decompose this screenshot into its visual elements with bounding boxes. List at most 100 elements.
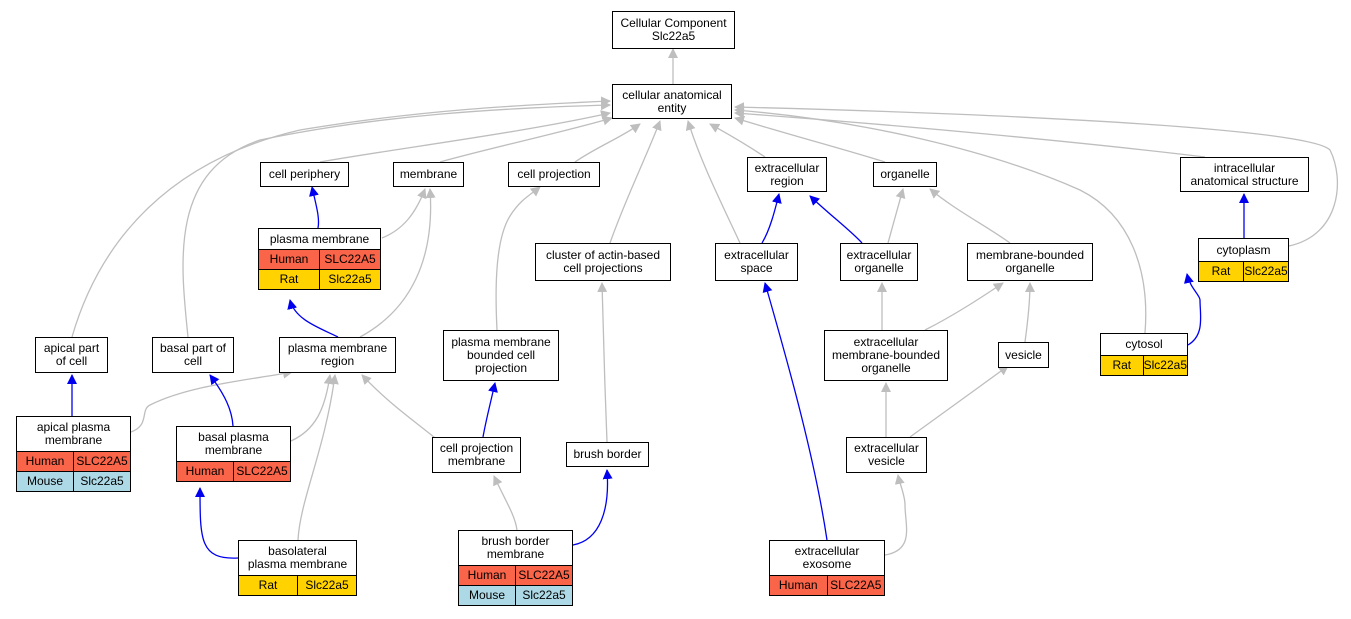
edge-ecorg-to-ecregion xyxy=(809,195,863,244)
species-name: Rat xyxy=(1211,264,1231,278)
edge-pm-to-membrane xyxy=(381,188,427,239)
species-name: Mouse xyxy=(468,588,506,602)
gene-symbol: Slc22a5 xyxy=(319,270,380,289)
node-vesicle[interactable]: vesicle xyxy=(998,342,1049,368)
node-periph[interactable]: cell periphery xyxy=(260,162,349,187)
edge-pmr-to-pm xyxy=(287,299,339,338)
edge-organelle-to-cae xyxy=(734,115,886,163)
node-label-line: vesicle xyxy=(1005,347,1042,362)
node-label-line: projection xyxy=(474,361,528,375)
node-label-line: membrane-bounded xyxy=(831,348,941,362)
gene-symbol: SLC22A5 xyxy=(73,452,130,471)
node-bb[interactable]: brush border xyxy=(566,442,649,467)
node-label-line: exosome xyxy=(802,557,852,571)
node-label: plasma membrane xyxy=(259,229,380,249)
species-name: Human xyxy=(467,568,507,582)
node-label: cell periphery xyxy=(261,163,348,186)
node-label-line: membrane xyxy=(204,443,263,457)
node-label-line: cell projections xyxy=(563,261,643,275)
node-label-line: extracellular xyxy=(846,248,912,262)
gene-symbol: Slc22a5 xyxy=(297,576,356,595)
edge-layer xyxy=(67,48,1339,559)
node-label-line: cell projection xyxy=(439,441,514,455)
edge-intracell-to-cae xyxy=(734,108,1206,158)
species-row-human: Human SLC22A5 xyxy=(17,451,130,471)
species-name: Human xyxy=(25,454,65,468)
edge-blpm-to-pmr xyxy=(297,374,339,541)
node-label-line: bounded cell xyxy=(466,348,536,362)
node-organelle[interactable]: organelle xyxy=(873,162,937,187)
edge-bbm-to-bb xyxy=(572,469,613,546)
edge-exosome-to-ecves xyxy=(884,474,908,556)
edge-mbo-to-organelle xyxy=(929,188,1011,244)
gene-symbol: Slc22a5 xyxy=(73,472,130,491)
edge-basal-to-cae xyxy=(182,100,611,338)
node-label-line: entity xyxy=(657,100,687,115)
node-label-line: apical part xyxy=(43,341,100,355)
species-row-rat: Rat Slc22a5 xyxy=(1101,355,1187,375)
node-label-line: anatomical structure xyxy=(1190,173,1299,188)
node-label-line: membrane-bounded xyxy=(975,248,1085,262)
node-label: cytoplasm xyxy=(1199,239,1288,261)
node-label-line: plasma membrane xyxy=(287,341,388,355)
edge-blpm-to-bpm xyxy=(195,487,239,559)
edge-membrane-to-cae xyxy=(439,115,613,163)
species-name: Rat xyxy=(1112,358,1132,372)
node-label-line: plasma membrane xyxy=(269,231,370,246)
node-label-line: extracellular xyxy=(854,441,919,455)
node-label-line: basal plasma xyxy=(198,430,269,444)
node-label-line: membrane xyxy=(399,167,458,181)
gene-symbol: SLC22A5 xyxy=(233,462,290,481)
node-cellproj[interactable]: cell projection xyxy=(508,162,600,187)
gene-symbol: Slc22a5 xyxy=(1142,356,1187,375)
gene-symbol: SLC22A5 xyxy=(319,250,380,269)
node-label-line: cell xyxy=(183,354,202,368)
species-row-mouse: Mouse Slc22a5 xyxy=(17,471,130,491)
node-label: vesicle xyxy=(999,343,1048,367)
edge-apical-to-cae xyxy=(71,96,611,338)
node-membrane[interactable]: membrane xyxy=(393,162,464,187)
species-name: Mouse xyxy=(26,474,64,488)
node-label-line: of cell xyxy=(55,354,88,368)
edge-cellproj-to-cae xyxy=(574,123,641,163)
